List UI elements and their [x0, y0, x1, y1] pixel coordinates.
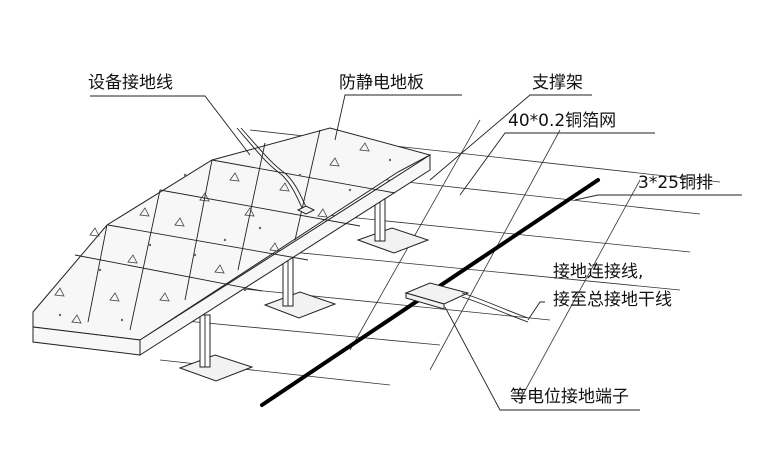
leader-equipment-ground-wire [90, 95, 251, 156]
label-copper-foil-mesh: 40*0.2铜箔网 [508, 111, 616, 131]
support-base-pad [263, 291, 337, 319]
label-support-frame: 支撑架 [532, 73, 583, 93]
ground-connect-wire [461, 292, 529, 319]
floor-texture [54, 142, 392, 324]
panel-seam [159, 189, 361, 227]
leader-equipotential-terminal [444, 306, 640, 411]
panel-seam [237, 142, 266, 271]
support-frame [178, 314, 254, 382]
leader-antistatic-floor [334, 94, 462, 141]
mesh-line [519, 179, 641, 401]
panel-seam [211, 159, 396, 194]
antistatic-floor [32, 127, 432, 356]
leader-support-frame [429, 94, 592, 181]
support-frames [178, 194, 430, 382]
panel-seam [74, 254, 263, 292]
panel-seam [294, 129, 321, 241]
leader-copper-foil-mesh [459, 132, 655, 196]
label-ground-connect-wire-line1: 接地连接线, [553, 262, 643, 282]
terminal-block-edge [405, 292, 445, 310]
leader-ground-connect-wire [527, 301, 545, 321]
ground-wire-clamp [296, 205, 316, 215]
floor-edge-side [139, 154, 431, 356]
leader-lines [90, 94, 742, 411]
support-base-pad [178, 354, 254, 382]
equipment-ground-wire [236, 127, 316, 215]
label-equipotential-terminal: 等电位接地端子 [510, 387, 629, 407]
panel-seam [107, 224, 309, 261]
label-equipment-ground-wire: 设备接地线 [88, 73, 173, 93]
equipotential-terminal [404, 282, 529, 323]
mesh-line [349, 119, 481, 351]
label-copper-busbar: 3*25铜排 [638, 173, 713, 193]
floor-top-surface [32, 127, 432, 341]
leader-copper-busbar [574, 194, 742, 201]
support-frame [356, 194, 430, 254]
ground-wire-line [236, 127, 304, 211]
support-base-pad [356, 227, 430, 254]
panel-seam [87, 224, 108, 323]
label-antistatic-floor: 防静电地板 [339, 73, 424, 93]
mesh-line [204, 284, 551, 321]
panel-seam [184, 159, 213, 301]
ground-wire-line [240, 127, 308, 210]
panel-seam [129, 189, 161, 331]
label-ground-connect-wire-line2: 接至总接地干线 [553, 290, 672, 310]
ground-connect-wire [461, 296, 529, 323]
mesh-line [174, 319, 441, 346]
